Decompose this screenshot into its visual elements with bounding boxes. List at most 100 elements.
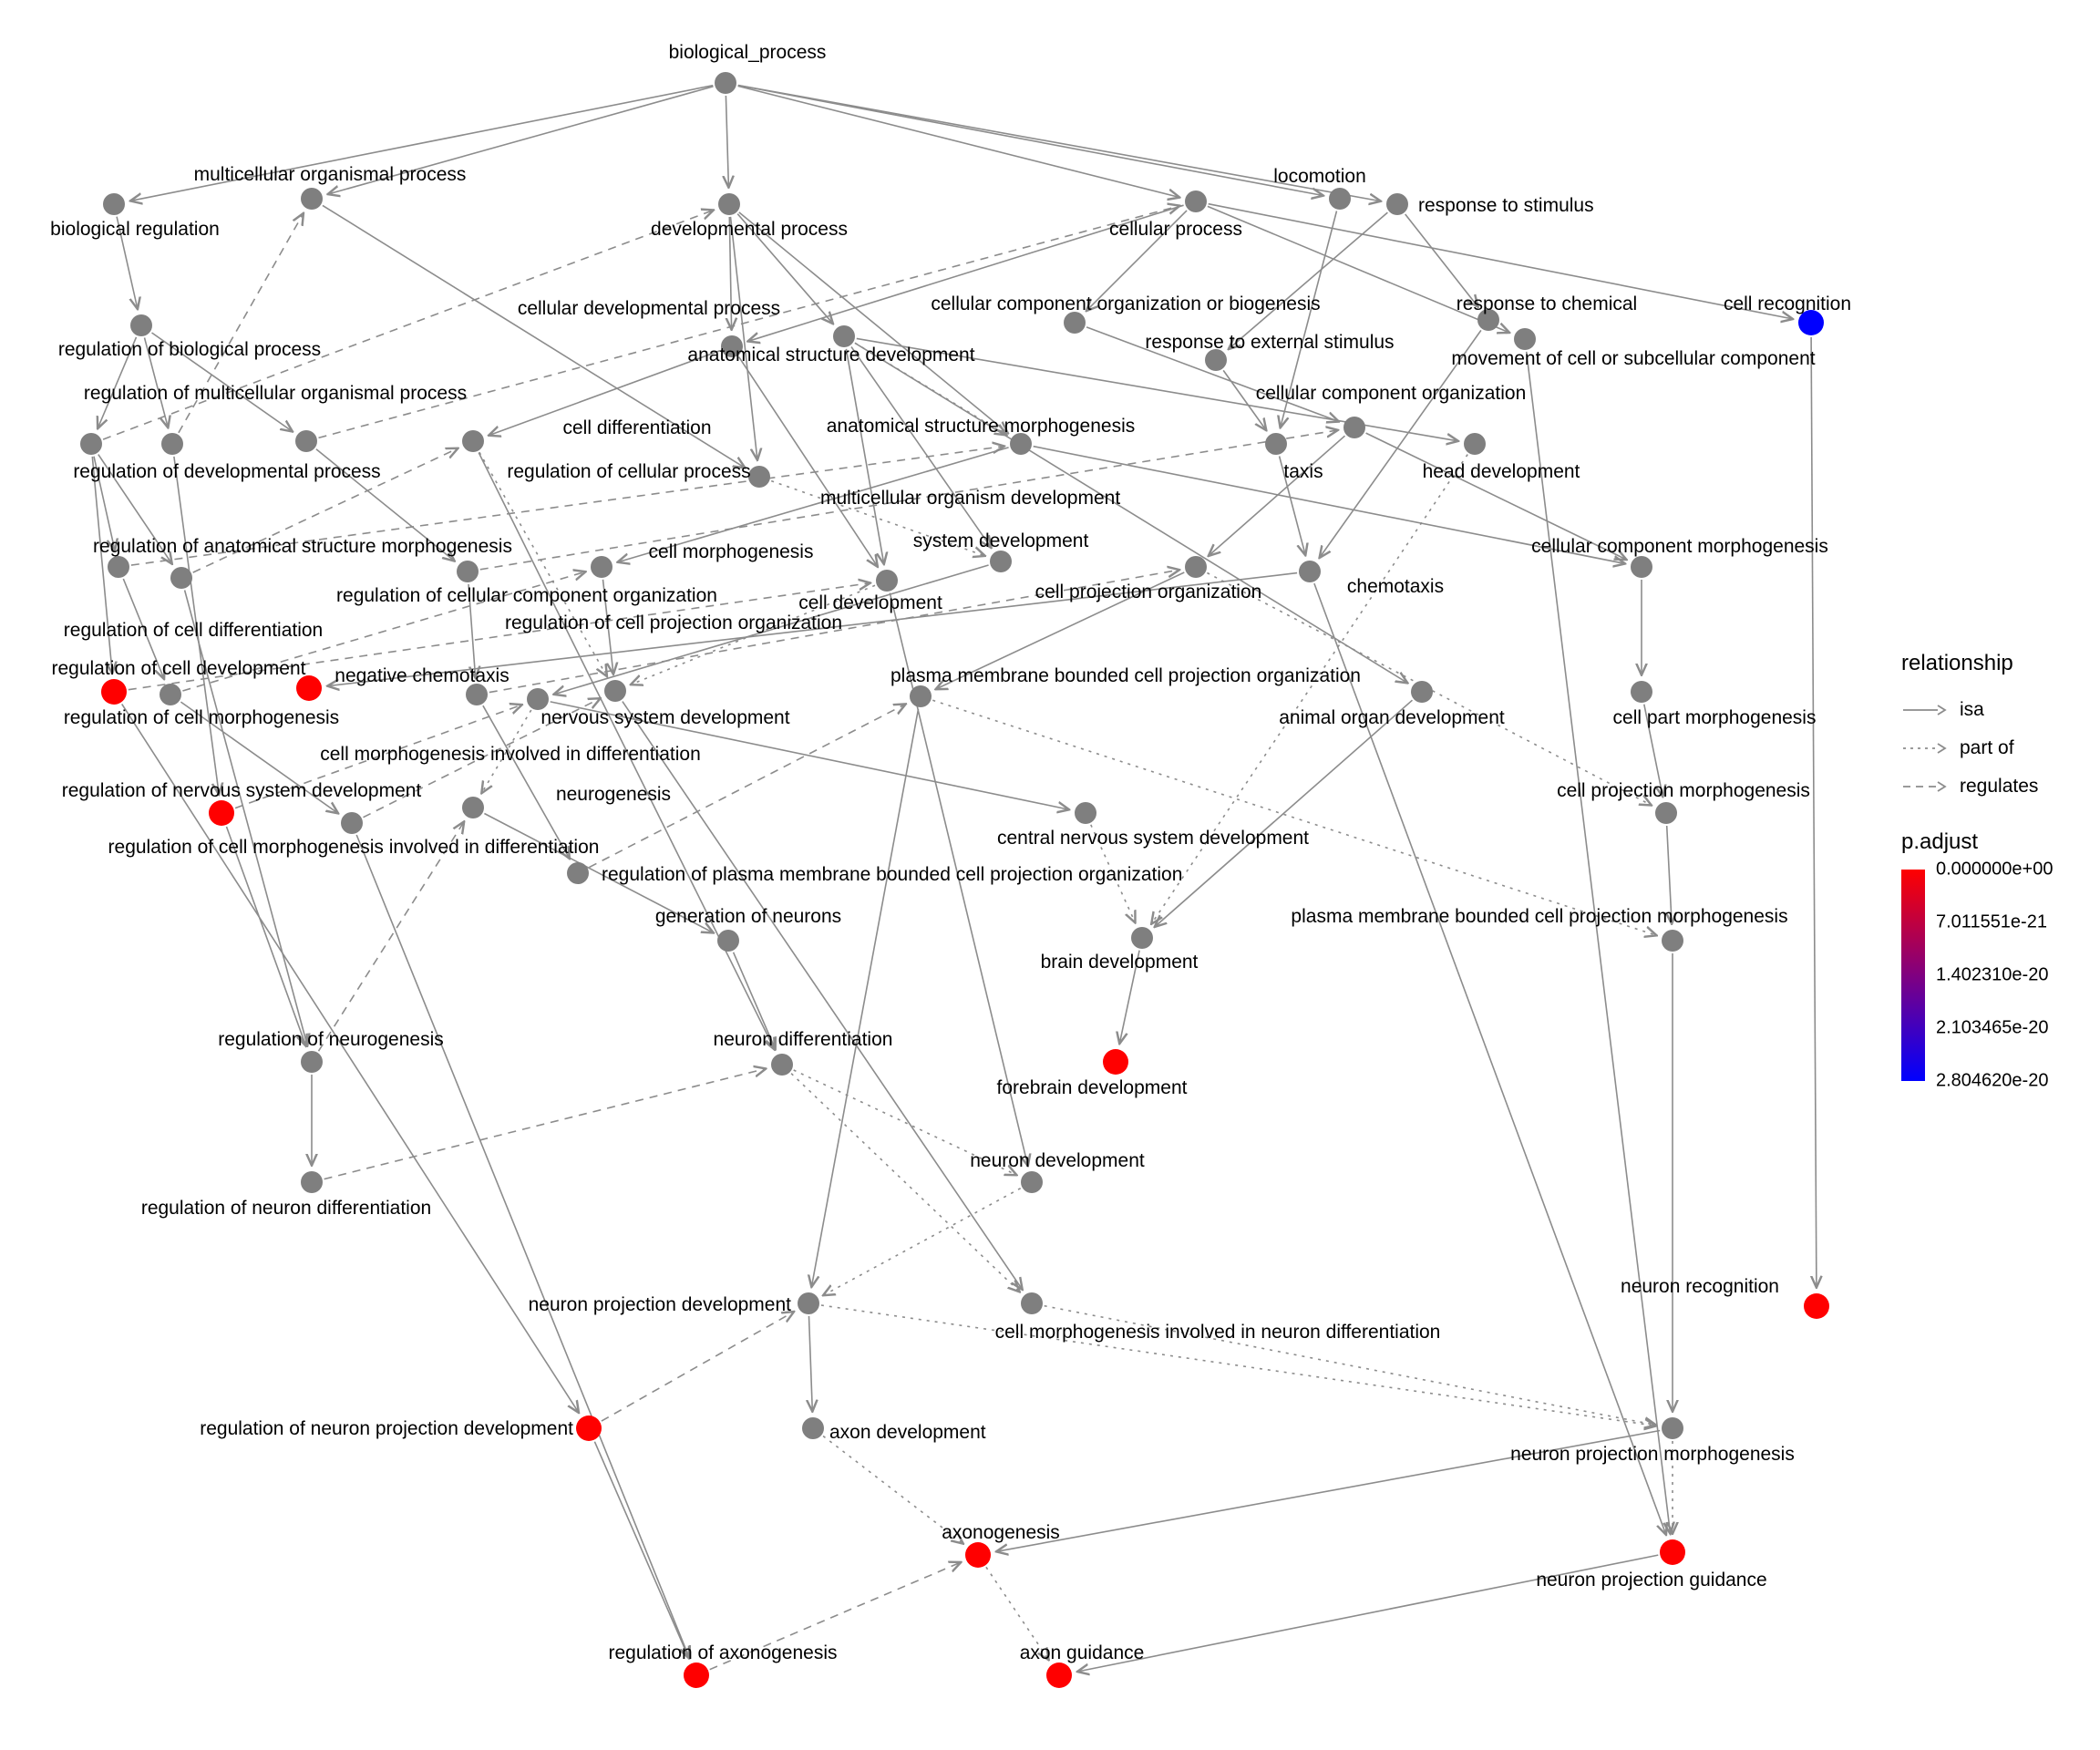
edge-isa xyxy=(812,708,920,1287)
edge-isa xyxy=(121,703,579,1412)
edge-isa xyxy=(1078,1554,1659,1672)
legend-item-isa: isa xyxy=(1901,691,2100,729)
node-chtx xyxy=(1299,561,1321,582)
edge-isa xyxy=(315,448,454,561)
node-label-rmop: regulation of multicellular organismal p… xyxy=(84,383,467,404)
edge-isa xyxy=(1667,825,1672,923)
node-label-cdp: cellular developmental process xyxy=(518,298,780,319)
edge-isa xyxy=(1086,326,1338,421)
edge-isa xyxy=(151,332,293,431)
node-fd xyxy=(1103,1049,1128,1075)
edge-regulates xyxy=(363,699,601,818)
node-rmop xyxy=(161,433,183,455)
node-label-nsd: nervous system development xyxy=(540,707,789,728)
node-bp xyxy=(715,72,736,94)
node-label-cm: cell morphogenesis xyxy=(649,541,814,562)
node-label-dp: developmental process xyxy=(651,219,848,240)
node-tax xyxy=(1265,433,1287,455)
node-rasm xyxy=(108,556,129,578)
node-ad xyxy=(802,1417,824,1439)
node-label-rcpo: regulation of cell projection organizati… xyxy=(505,612,842,633)
edge-regulates xyxy=(128,583,870,691)
node-label-rc: response to chemical xyxy=(1457,293,1637,314)
edge-regulates xyxy=(324,1069,766,1180)
edge-isa xyxy=(737,85,1179,197)
node-label-cpm: cell part morphogenesis xyxy=(1613,707,1817,728)
node-cr xyxy=(1798,310,1824,335)
edge-isa xyxy=(91,456,112,673)
node-label-ccob: cellular component organization or bioge… xyxy=(931,293,1320,314)
edge-isa xyxy=(1208,202,1793,319)
node-label-agu: axon guidance xyxy=(1020,1642,1145,1663)
node-bd xyxy=(1131,927,1153,949)
node-label-cr: cell recognition xyxy=(1724,293,1851,314)
node-mcsc xyxy=(1514,328,1536,350)
edge-regulates xyxy=(589,705,905,869)
edge-isa xyxy=(850,346,991,548)
edge-isa xyxy=(809,1315,813,1411)
node-cnsd xyxy=(1075,802,1096,824)
node-rag xyxy=(684,1662,709,1688)
edge-regulates xyxy=(317,822,464,1052)
node-rng xyxy=(301,1051,323,1073)
edge-isa xyxy=(173,456,219,794)
node-label-nd: neuron differentiation xyxy=(714,1029,893,1050)
node-label-nr: neuron recognition xyxy=(1621,1276,1779,1297)
node-label-npm: neuron projection morphogenesis xyxy=(1510,1444,1795,1465)
node-label-cmind: cell morphogenesis involved in neuron di… xyxy=(995,1322,1441,1343)
edge-isa xyxy=(1119,950,1140,1044)
edge-regulates xyxy=(234,705,521,809)
padjust-gradient: 0.000000e+00 7.011551e-21 1.402310e-20 2… xyxy=(1901,860,2100,1091)
edge-regulates xyxy=(130,447,1004,566)
node-asm xyxy=(1010,433,1032,455)
node-rpmbcpo xyxy=(567,862,589,884)
node-asd xyxy=(833,325,855,347)
edge-isa xyxy=(328,86,714,194)
edge-isa xyxy=(845,348,883,564)
padjust-gradient-bar xyxy=(1901,870,1925,1081)
edge-isa xyxy=(550,701,1069,809)
gradient-tick: 2.804620e-20 xyxy=(1936,1070,2049,1091)
edge-isa xyxy=(622,701,1022,1290)
edge-isa xyxy=(98,454,172,564)
edge-isa xyxy=(1525,351,1671,1533)
node-cd xyxy=(462,430,484,452)
edge-regulates xyxy=(601,1312,794,1422)
node-mod xyxy=(748,466,770,488)
node-rdp xyxy=(80,433,102,455)
node-label-cdev: cell development xyxy=(798,592,942,613)
edge-isa xyxy=(618,447,1009,562)
gradient-tick: 2.103465e-20 xyxy=(1936,1017,2049,1038)
node-label-sd: system development xyxy=(913,530,1089,551)
edge-regulates xyxy=(318,206,1179,439)
node-sd xyxy=(990,551,1012,572)
node-rs xyxy=(1386,193,1408,215)
edge-isa xyxy=(1278,456,1306,555)
node-nchtx xyxy=(296,675,322,701)
edge-isa xyxy=(737,84,1323,196)
node-label-asm: anatomical structure morphogenesis xyxy=(827,416,1136,437)
node-label-tax: taxis xyxy=(1283,461,1323,482)
node-label-bd: brain development xyxy=(1041,952,1199,973)
node-npd xyxy=(798,1292,819,1314)
node-label-mcsc: movement of cell or subcellular componen… xyxy=(1451,348,1815,369)
edge-regulates xyxy=(182,571,584,692)
node-rcdev xyxy=(101,679,127,705)
node-label-rng: regulation of neurogenesis xyxy=(218,1029,444,1050)
node-nr xyxy=(1804,1293,1829,1319)
edge-part_of xyxy=(820,1304,1655,1426)
edge-isa xyxy=(1229,211,1388,349)
node-cm xyxy=(591,556,612,578)
node-label-rdp: regulation of developmental process xyxy=(73,461,380,482)
node-label-br: biological regulation xyxy=(50,219,220,240)
node-cdp xyxy=(721,335,743,357)
node-cpo xyxy=(1185,556,1207,578)
node-label-rnd: regulation of neuron differentiation xyxy=(141,1198,431,1219)
edge-isa xyxy=(225,826,306,1045)
edge-isa xyxy=(484,812,713,933)
node-label-rnpd: regulation of neuron projection developm… xyxy=(200,1418,573,1439)
node-label-cd: cell differentiation xyxy=(562,417,711,438)
edge-isa xyxy=(738,211,1008,433)
